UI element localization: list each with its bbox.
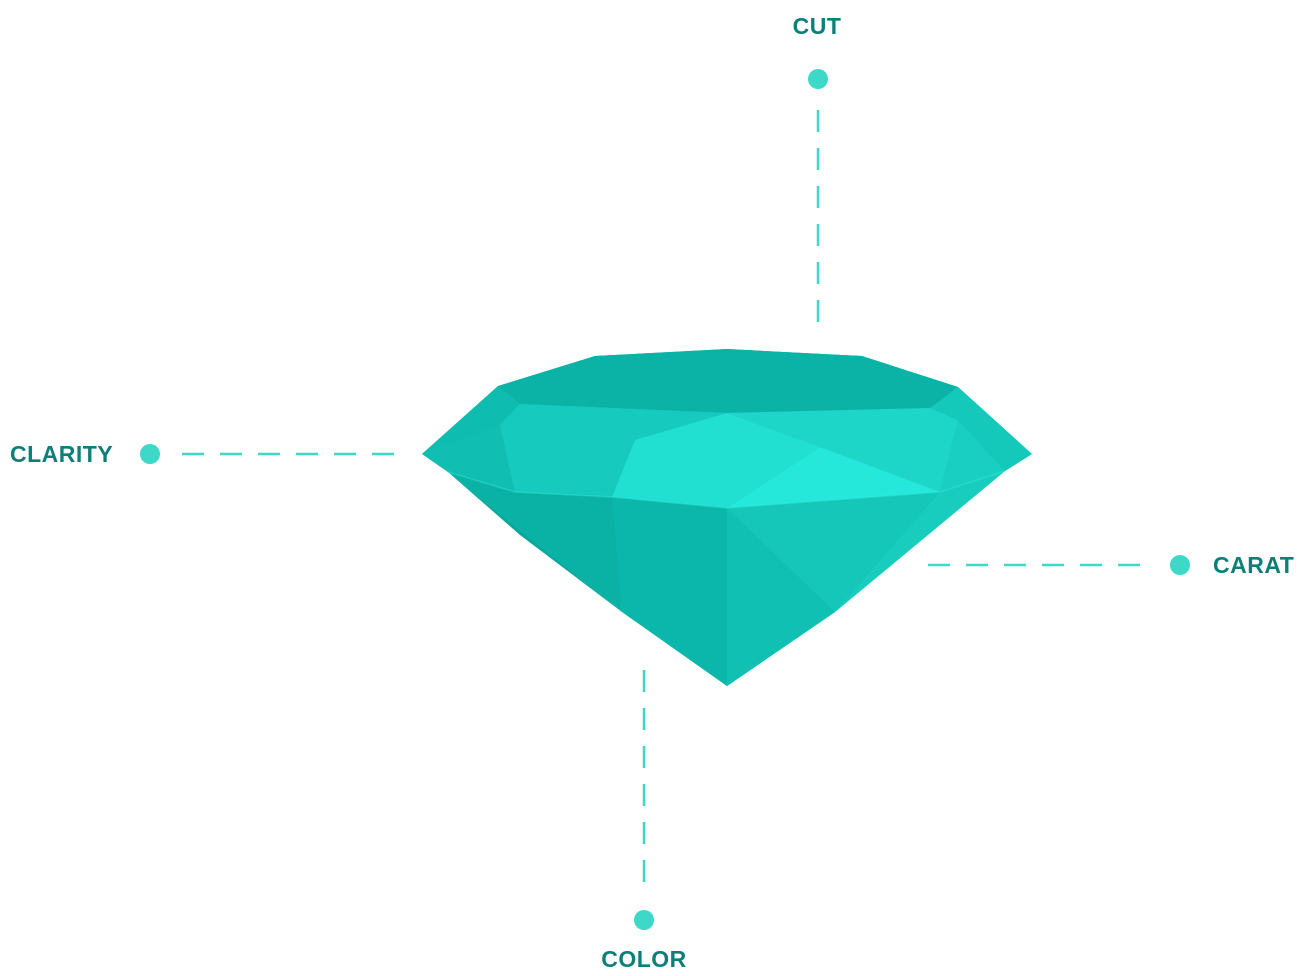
marker-clarity (140, 444, 160, 464)
marker-color (634, 910, 654, 930)
marker-carat (1170, 555, 1190, 575)
label-color: COLOR (601, 945, 687, 973)
label-clarity: CLARITY (10, 440, 113, 468)
diamond-icon (422, 349, 1032, 686)
label-cut: CUT (793, 12, 842, 40)
label-carat: CARAT (1213, 551, 1294, 579)
marker-cut (808, 69, 828, 89)
